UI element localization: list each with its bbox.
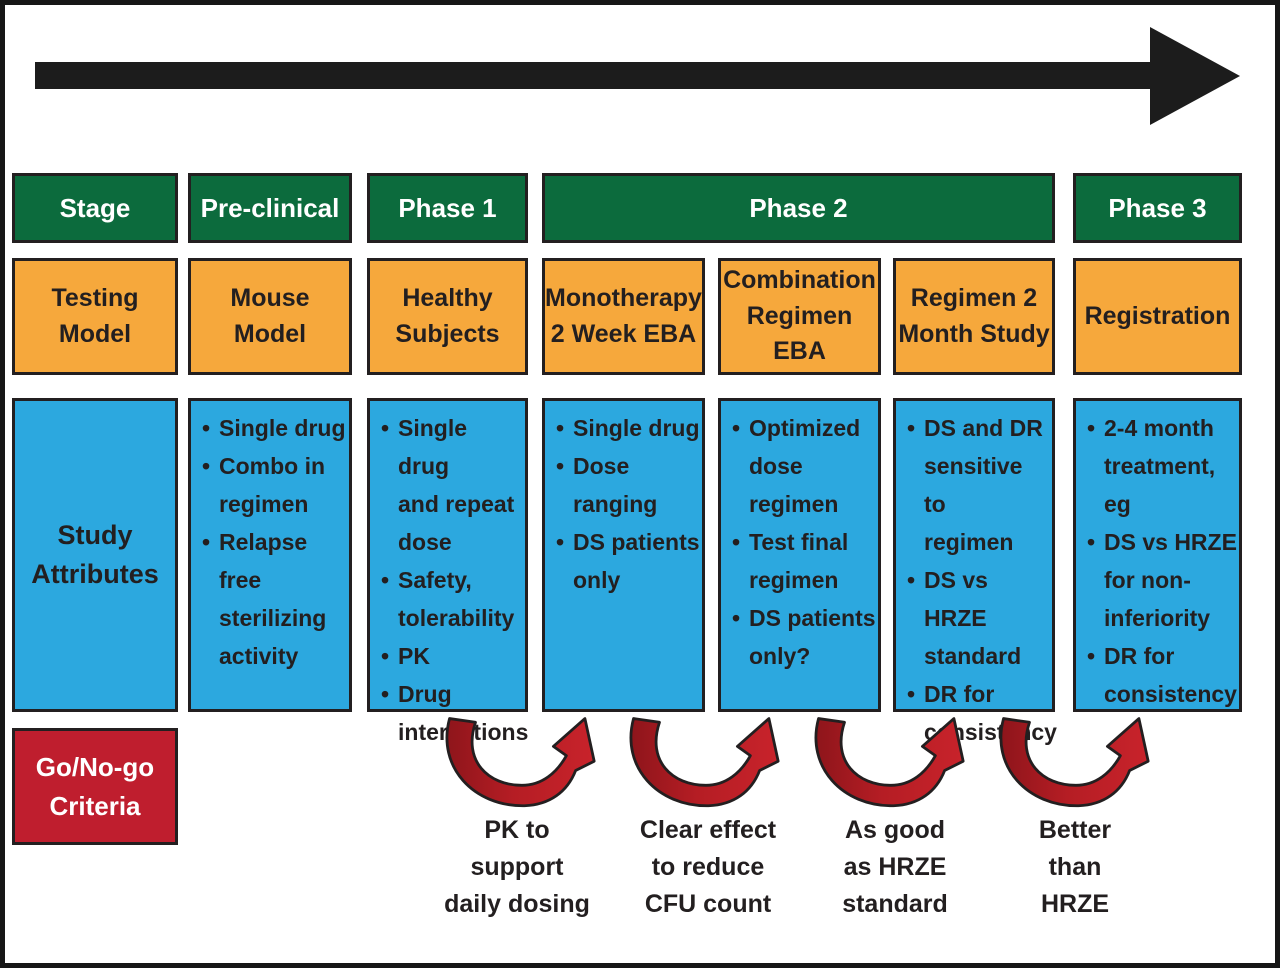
attributes-mouse-model: Single drug Combo in regimen Relapse fre…: [188, 398, 352, 712]
stage-phase-3: Phase 3: [1073, 173, 1242, 243]
stage-pre-clinical: Pre-clinical: [188, 173, 352, 243]
attributes-registration: 2-4 month treatment, eg DS vs HRZE for n…: [1073, 398, 1242, 712]
go-criteria-label: Better than HRZE: [1038, 816, 1112, 918]
go-arrow-icon: [629, 717, 780, 808]
attribute-item: Single drug: [199, 409, 347, 447]
attribute-item: DS patients only?: [729, 599, 876, 675]
attribute-item: DS and DR sensitive to regimen: [904, 409, 1050, 561]
model-combination-eba: Combination Regimen EBA: [718, 258, 881, 375]
attributes-combination-eba: Optimized dose regimen Test final regime…: [718, 398, 881, 712]
attribute-item: Single drug and repeat dose: [378, 409, 523, 561]
attribute-item: Single drug: [553, 409, 700, 447]
attribute-item: DS vs HRZE standard: [904, 561, 1050, 675]
model-monotherapy-eba: Monotherapy 2 Week EBA: [542, 258, 705, 375]
timeline-arrow-icon: [35, 62, 1153, 89]
model-regimen-2-month: Regimen 2 Month Study: [893, 258, 1055, 375]
model-mouse-model: Mouse Model: [188, 258, 352, 375]
attribute-item: Dose ranging: [553, 447, 700, 523]
model-registration: Registration: [1073, 258, 1242, 375]
row-header-go-no-go-criteria: Go/No-go Criteria: [12, 728, 178, 845]
timeline-arrowhead-icon: [1150, 27, 1240, 125]
stage-phase-2: Phase 2: [542, 173, 1055, 243]
attributes-regimen-2-month: DS and DR sensitive to regimen DS vs HRZ…: [893, 398, 1057, 745]
stage-phase-1: Phase 1: [367, 173, 528, 243]
row-header-testing-model: Testing Model: [12, 258, 178, 375]
go-arrow-icon: [814, 717, 965, 808]
attribute-item: Optimized dose regimen: [729, 409, 876, 523]
go-criteria-label: PK to support daily dosing: [444, 816, 590, 918]
go-arrow-icon: [445, 717, 596, 808]
go-criteria-label: As good as HRZE standard: [842, 816, 948, 918]
attribute-item: Safety, tolerability: [378, 561, 523, 637]
attribute-item: Test final regimen: [729, 523, 876, 599]
attribute-item: Combo in regimen: [199, 447, 347, 523]
attribute-item: 2-4 month treatment, eg: [1084, 409, 1237, 523]
attribute-item: DS vs HRZE for non- inferiority: [1084, 523, 1237, 637]
row-header-stage: Stage: [12, 173, 178, 243]
row-header-study-attributes: Study Attributes: [12, 398, 178, 712]
attributes-monotherapy-eba: Single drug Dose ranging DS patients onl…: [542, 398, 705, 712]
attribute-item: Relapse free sterilizing activity: [199, 523, 347, 675]
go-arrow-icon: [999, 717, 1150, 808]
attribute-item: DR for consistency: [1084, 637, 1237, 713]
attributes-healthy-subjects: Single drug and repeat dose Safety, tole…: [367, 398, 528, 745]
attribute-item: DS patients only: [553, 523, 700, 599]
attribute-item: PK: [378, 637, 523, 675]
go-criteria-label: Clear effect to reduce CFU count: [639, 816, 777, 918]
model-healthy-subjects: Healthy Subjects: [367, 258, 528, 375]
